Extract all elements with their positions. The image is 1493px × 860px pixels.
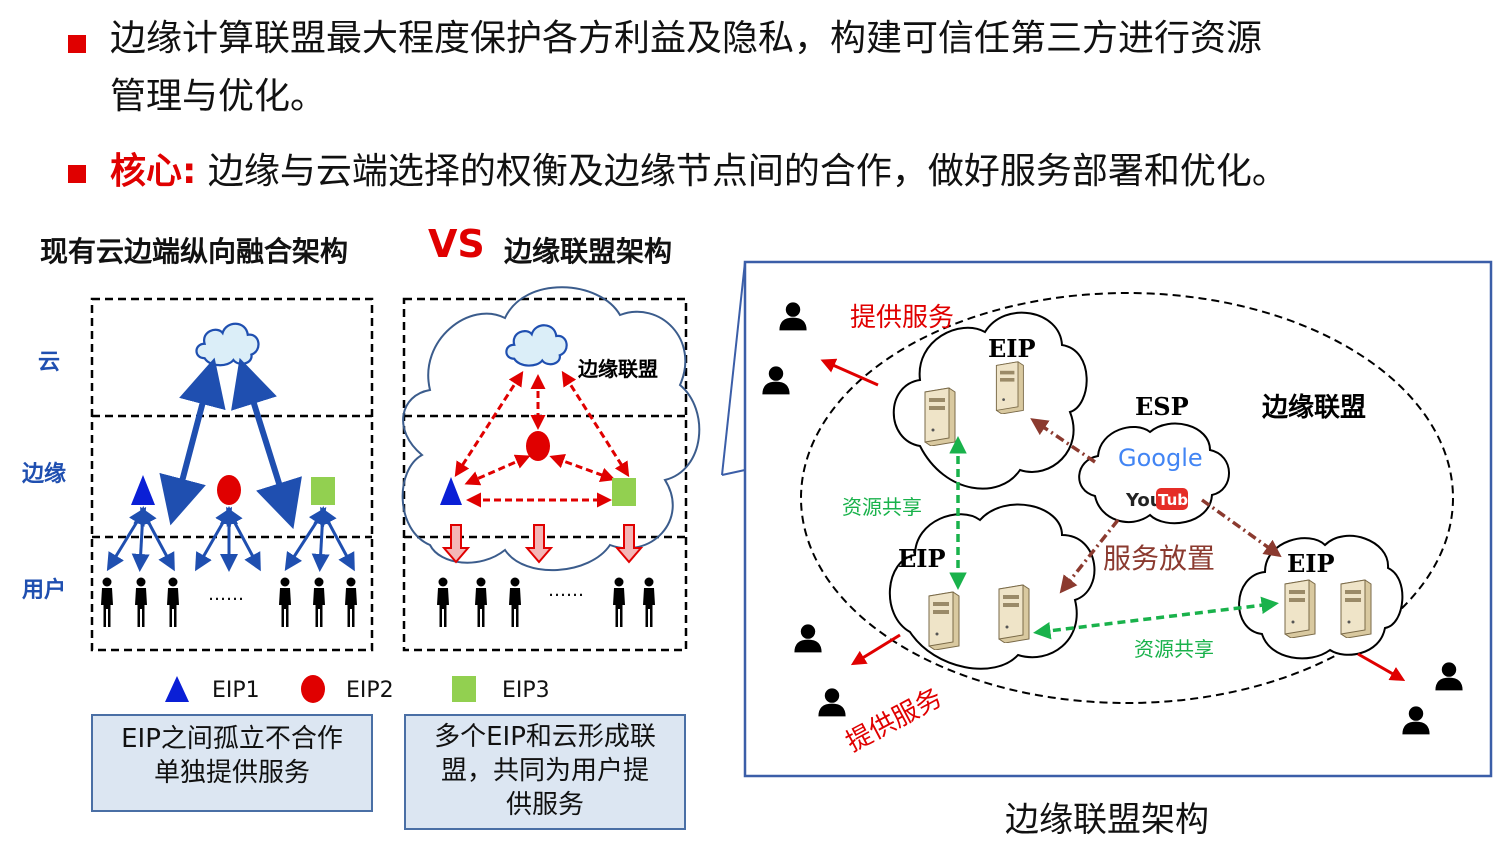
note-left-line-2: 单独提供服务 [153, 758, 310, 788]
bullet-1-line-2: 管理与优化。 [110, 76, 327, 117]
figure-caption: 边缘联盟架构 [1005, 800, 1209, 840]
provide-service-bottom: 提供服务 [841, 683, 947, 758]
provide-service-top: 提供服务 [850, 303, 954, 333]
resource-share-1: 资源共享 [842, 495, 922, 519]
legend-eip3: EIP3 [502, 678, 550, 703]
user-icon [1402, 706, 1430, 735]
left-ellipsis: …… [208, 584, 244, 605]
youtube-tube-text: Tube [1158, 491, 1198, 509]
server-icon [928, 591, 960, 650]
alliance-cloud-label: 边缘联盟 [577, 357, 658, 381]
left-panel: …… [90, 297, 374, 652]
bullet-2-text: 边缘与云端选择的权衡及边缘节点间的合作，做好服务部署和优化。 [196, 151, 1288, 192]
eip3-square-icon [311, 477, 335, 505]
user-icon [794, 624, 822, 653]
row-label-edge: 边缘 [22, 462, 67, 487]
youtube-logo-icon [1156, 488, 1188, 510]
resource-share-2: 资源共享 [1134, 637, 1214, 661]
youtube-you-text: You [1125, 490, 1163, 511]
note-left: EIP之间孤立不合作 单独提供服务 [91, 714, 373, 812]
eip3-square-icon [612, 478, 636, 506]
bullet-marker-2 [68, 165, 86, 183]
server-icon [924, 387, 956, 446]
note-right-line-3: 供服务 [505, 790, 584, 820]
bullet-marker-1 [68, 35, 86, 53]
middle-ellipsis: …… [548, 580, 584, 601]
user-icon [762, 366, 790, 395]
legend-triangle-icon [165, 676, 189, 702]
row-label-user: 用户 [22, 578, 67, 603]
middle-panel: 边缘联盟 …… [401, 286, 701, 652]
legend-circle-icon [301, 675, 325, 703]
legend-eip1: EIP1 [212, 678, 260, 703]
legend-eip2: EIP2 [346, 678, 394, 703]
note-right-line-1: 多个EIP和云形成联 [434, 722, 656, 752]
bullet-2: 核心: 边缘与云端选择的权衡及边缘节点间的合作，做好服务部署和优化。 [110, 143, 1288, 201]
esp-cloud [1078, 422, 1230, 525]
alliance-boundary [800, 292, 1454, 704]
eip-label-bottom: EIP [898, 544, 946, 573]
google-logo: Google [1118, 444, 1203, 472]
user-icon [1435, 662, 1463, 691]
server-icon [1340, 579, 1372, 638]
note-right: 多个EIP和云形成联 盟，共同为用户提 供服务 [404, 714, 686, 830]
eip-label-right: EIP [1287, 549, 1335, 578]
esp-label: ESP [1135, 392, 1189, 421]
eip2-circle-icon [217, 475, 241, 505]
user-icon [779, 302, 807, 331]
eip1-triangle-icon [131, 475, 155, 505]
vs-label: VS [428, 222, 485, 266]
eip2-circle-icon [526, 431, 550, 461]
note-right-line-2: 盟，共同为用户提 [440, 756, 649, 786]
alliance-cloud-outline [401, 286, 701, 571]
left-architecture-title: 现有云边端纵向融合架构 [40, 235, 349, 268]
server-icon [995, 361, 1024, 414]
server-icon [1284, 579, 1316, 638]
cloud-icon [195, 322, 260, 367]
bullet-1-line-1: 边缘计算联盟最大程度保护各方利益及隐私，构建可信任第三方进行资源 [110, 18, 1263, 59]
alliance-label: 边缘联盟 [1262, 393, 1366, 423]
bullet-2-keyword: 核心: [110, 151, 197, 192]
eip1-triangle-icon [440, 477, 462, 505]
eip-label-top: EIP [988, 334, 1036, 363]
row-label-cloud: 云 [38, 350, 61, 375]
detail-panel: EIP EIP EIP ESP 边缘联盟 Google You Tube [743, 260, 1493, 778]
right-architecture-title: 边缘联盟架构 [504, 235, 673, 268]
server-icon [998, 584, 1030, 643]
note-left-line-1: EIP之间孤立不合作 [121, 724, 343, 754]
legend-square-icon [452, 676, 476, 702]
google-logo-text: Google [1118, 444, 1203, 472]
eip-cloud-bottom [888, 503, 1096, 670]
user-icon [818, 688, 846, 717]
cloud-icon [505, 324, 568, 367]
service-placement-label: 服务放置 [1103, 542, 1215, 575]
